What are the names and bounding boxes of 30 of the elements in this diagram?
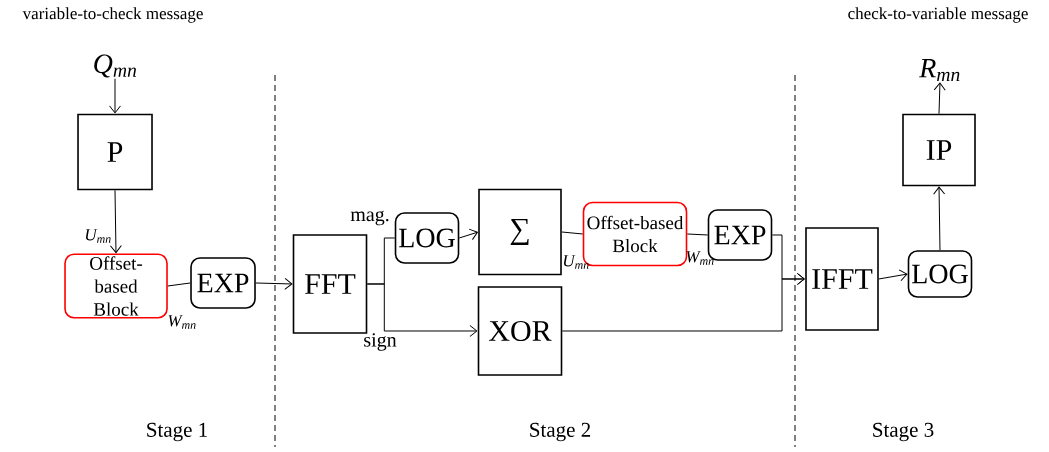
edge-label: U$_{mn}$ [85, 229, 111, 243]
process-box: IP [902, 113, 976, 187]
stage-label: Stage 2 [530, 422, 591, 442]
arrow [255, 277, 293, 290]
arrow [933, 82, 946, 115]
process-box: IFFT [805, 227, 879, 331]
process-box: FFT [292, 234, 368, 334]
process-box: ∑ [478, 188, 562, 276]
rounded-box: EXP [190, 257, 256, 309]
arrow [933, 186, 946, 251]
signal-label: R$_{mn}$ [919, 58, 960, 82]
arrow [109, 78, 121, 114]
signal-label: Q$_{mn}$ [94, 54, 137, 78]
edge-label: mag. [350, 210, 389, 226]
stage-label: Stage 1 [147, 422, 207, 442]
arrow [366, 283, 478, 337]
process-box: XOR [477, 286, 563, 376]
rounded-box: LOG [394, 212, 460, 264]
arrow [561, 273, 805, 332]
arrow [458, 228, 478, 241]
arrow [109, 189, 122, 254]
label-text: variable-to-check message [22, 7, 203, 23]
process-box: P [77, 113, 153, 191]
label-text: check-to-variable message [848, 7, 1028, 23]
offset-block: Offset-based Block [64, 253, 168, 319]
edge-label: sign [364, 333, 397, 351]
stage-label: Stage 3 [873, 422, 934, 442]
edge-label: W$_{mn}$ [168, 315, 196, 329]
rounded-box: LOG [907, 250, 973, 298]
arrow [878, 269, 908, 282]
